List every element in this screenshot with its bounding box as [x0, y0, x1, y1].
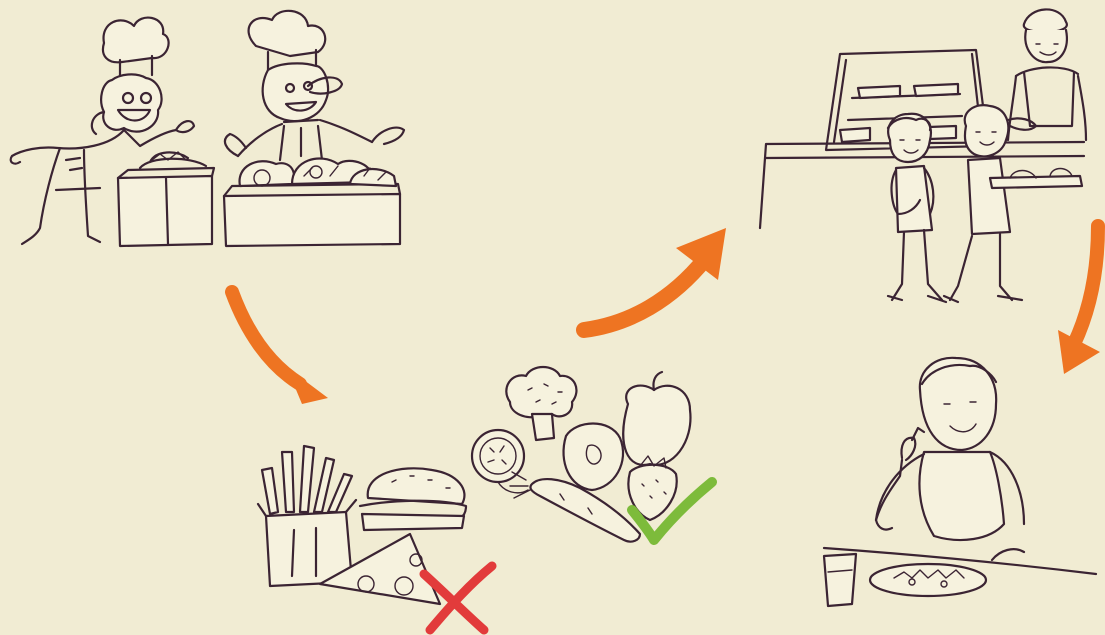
counter-with-pan-icon — [118, 152, 214, 246]
cafeteria-line-illustration — [760, 9, 1086, 302]
french-fries-icon — [258, 446, 356, 586]
healthy-food-illustration — [472, 367, 690, 542]
apple-icon — [623, 372, 690, 465]
food-table-icon — [224, 158, 400, 246]
child-eating-illustration — [824, 358, 1096, 606]
cucumber-slice-icon — [472, 430, 528, 493]
apple-half-icon — [564, 424, 624, 491]
broccoli-icon — [506, 367, 576, 440]
girl-with-tray-icon — [944, 105, 1082, 302]
arrow-healthy-to-cafeteria — [584, 228, 726, 330]
burger-icon — [360, 468, 466, 530]
plate-icon — [870, 564, 986, 596]
male-chef-icon — [225, 11, 404, 160]
glass-icon — [824, 554, 856, 606]
lunch-lady-icon — [1008, 9, 1086, 140]
arrow-cafeteria-to-child — [1058, 226, 1100, 374]
arrow-chefs-to-junk — [232, 292, 328, 404]
chefs-cooking-illustration — [11, 11, 404, 246]
child-icon — [876, 358, 1024, 560]
